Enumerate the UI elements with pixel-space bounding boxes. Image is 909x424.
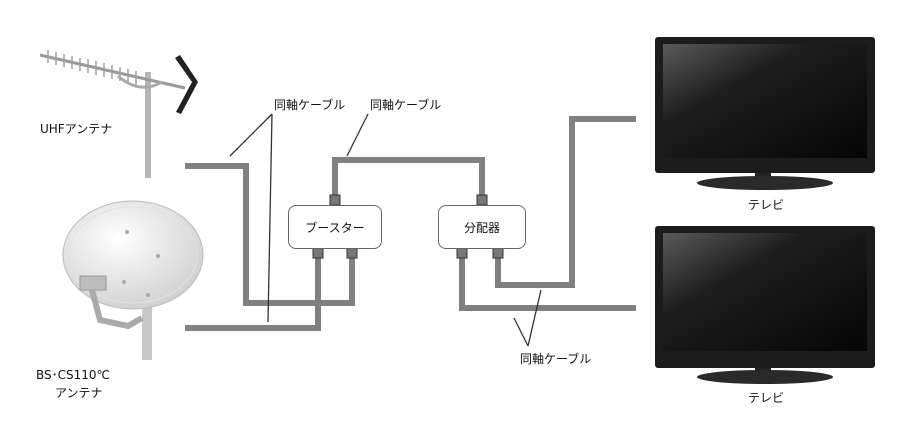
- cable-label-2: 同軸ケーブル: [370, 98, 442, 112]
- booster-label: ブースター: [305, 220, 365, 235]
- tv-2-icon: [655, 226, 875, 384]
- splitter-label: 分配器: [463, 220, 500, 235]
- connectors: [312, 194, 504, 259]
- bs-antenna-label-line1: BS･CS110℃: [36, 368, 111, 382]
- cable-label-1: 同軸ケーブル: [274, 98, 346, 112]
- tv-1-icon: [655, 37, 875, 190]
- tv-2-label: テレビ: [748, 391, 785, 405]
- uhf-antenna-icon: [39, 50, 198, 178]
- coaxial-cables: [185, 116, 636, 331]
- uhf-antenna-label: UHFアンテナ: [40, 122, 113, 136]
- splitter-box: 分配器: [438, 205, 526, 249]
- booster-box: ブースター: [288, 205, 382, 249]
- cable-label-3: 同軸ケーブル: [520, 352, 592, 366]
- tv-1-label: テレビ: [748, 198, 785, 212]
- bs-antenna-label-line2: アンテナ: [55, 386, 103, 400]
- label-leaders: [229, 113, 542, 347]
- bs-cs-dish-antenna-icon: [62, 200, 204, 360]
